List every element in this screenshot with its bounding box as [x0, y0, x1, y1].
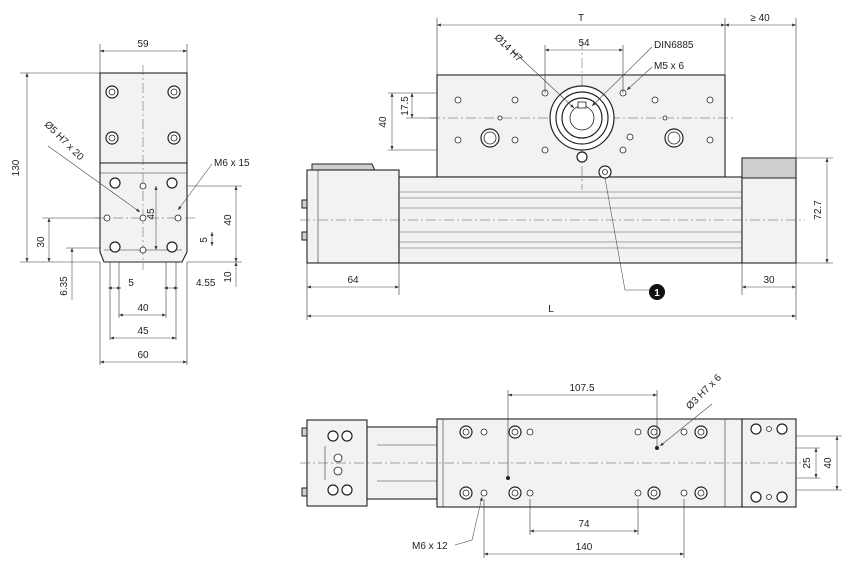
dim-4-55: 4.55	[196, 278, 216, 289]
dim-45-vertical: 45	[146, 208, 157, 220]
dim-min-40: ≥ 40	[750, 13, 770, 24]
dim-40-horizontal-left: 40	[137, 303, 149, 314]
dim-L: L	[548, 304, 554, 315]
thread-label-bottom: M6 x 12	[412, 541, 448, 552]
front-view: T ≥ 40 54 Ø14 H7 DIN6885 M5 x 6 17.5 40 …	[300, 13, 833, 320]
bore-label-bottom: Ø3 H7 x 6	[684, 372, 724, 412]
dim-T: T	[578, 13, 584, 24]
dim-5-horizontal: 5	[128, 278, 134, 289]
left-end-block	[306, 169, 400, 264]
dim-54: 54	[578, 38, 590, 49]
key-standard-label: DIN6885	[654, 40, 694, 51]
dim-30-left: 30	[36, 236, 47, 248]
dim-130: 130	[11, 159, 22, 176]
dim-25: 25	[802, 457, 813, 469]
dim-64: 64	[347, 275, 359, 286]
dim-59: 59	[137, 39, 149, 50]
dim-40-vertical-left: 40	[223, 214, 234, 226]
dim-60: 60	[137, 350, 149, 361]
end-view: 59 130 Ø5 H7 x 20 M6 x 15 45 40 5 10 30	[11, 39, 250, 365]
dim-17-5: 17.5	[400, 96, 411, 116]
bore-label-front: Ø14 H7	[492, 32, 524, 64]
dim-30-front: 30	[763, 275, 775, 286]
bore-label-left: Ø5 H7 x 20	[42, 119, 86, 163]
dim-45-horizontal: 45	[137, 326, 149, 337]
thread-label-left: M6 x 15	[214, 158, 250, 169]
dim-40-bottom: 40	[823, 457, 834, 469]
dim-74: 74	[578, 519, 590, 530]
callout-marker	[649, 284, 665, 300]
dim-140: 140	[576, 542, 593, 553]
callout-number: 1	[654, 288, 660, 299]
dim-6-35: 6.35	[59, 276, 70, 296]
dim-5-vertical: 5	[199, 237, 210, 243]
profile-section	[99, 162, 188, 263]
dim-72-7: 72.7	[813, 200, 824, 220]
bottom-view: 107.5 Ø3 H7 x 6 25 40 74 140 M6 x 12	[300, 372, 842, 558]
dim-107-5: 107.5	[569, 383, 594, 394]
thread-label-front: M5 x 6	[654, 61, 684, 72]
dim-10: 10	[223, 271, 234, 283]
dim-40-front: 40	[378, 116, 389, 128]
